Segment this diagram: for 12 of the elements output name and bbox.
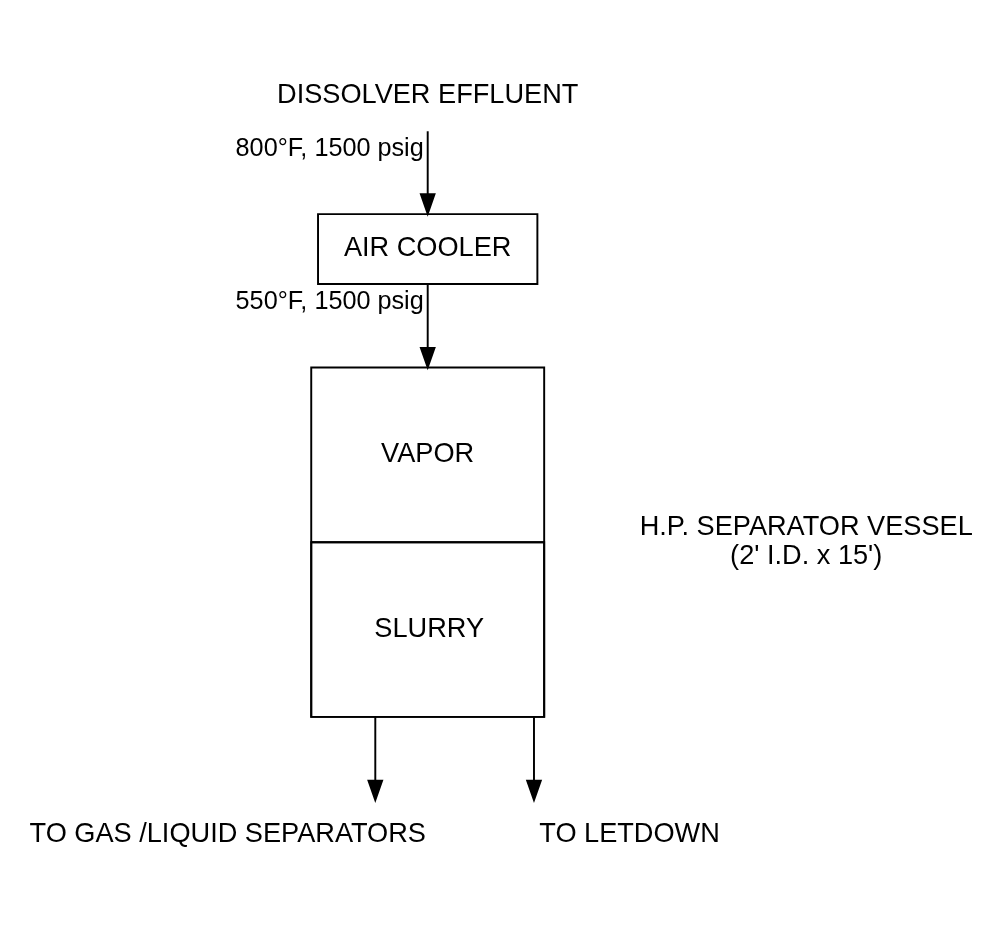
- node-label: H.P. SEPARATOR VESSEL: [639, 509, 973, 541]
- arrow: [525, 715, 543, 803]
- edge-label: 550°F, 1500 psig: [235, 285, 424, 314]
- arrow: [419, 282, 436, 370]
- node-text: TO GAS /LIQUID SEPARATORS: [29, 816, 426, 848]
- node-box: AIR COOLER: [317, 212, 539, 285]
- arrow: [367, 715, 384, 803]
- arrow: [419, 129, 436, 217]
- node-label: (2' I.D. x 15'): [730, 538, 883, 570]
- node-text: DISSOLVER EFFLUENT: [277, 77, 579, 109]
- edge-label: 800°F, 1500 psig: [235, 132, 424, 161]
- node-text: TO LETDOWN: [539, 816, 720, 848]
